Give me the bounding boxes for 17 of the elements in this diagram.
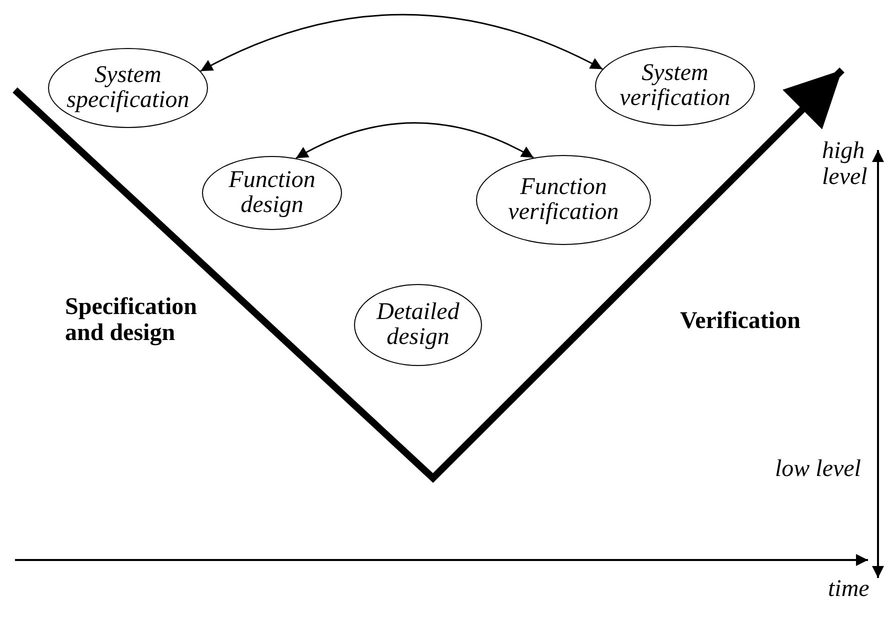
node-text: System verification [618,61,732,111]
arrow [200,14,603,72]
process-ellipse [202,156,342,230]
process-ellipse [354,284,482,366]
phase-label: Specification and design [65,294,198,346]
level-label: high level [822,138,868,190]
node-text: Detailed design [375,300,460,350]
process-ellipse [48,48,208,128]
arrow [296,122,534,159]
process-ellipse [595,46,755,126]
node-text: System specification [66,63,190,113]
process-ellipse [476,155,651,245]
level-label: low level [775,456,862,482]
node-text: Function verification [507,175,620,225]
phase-label: Verification [680,308,802,334]
axis-label: time [828,576,870,602]
node-text: Function design [228,168,316,218]
